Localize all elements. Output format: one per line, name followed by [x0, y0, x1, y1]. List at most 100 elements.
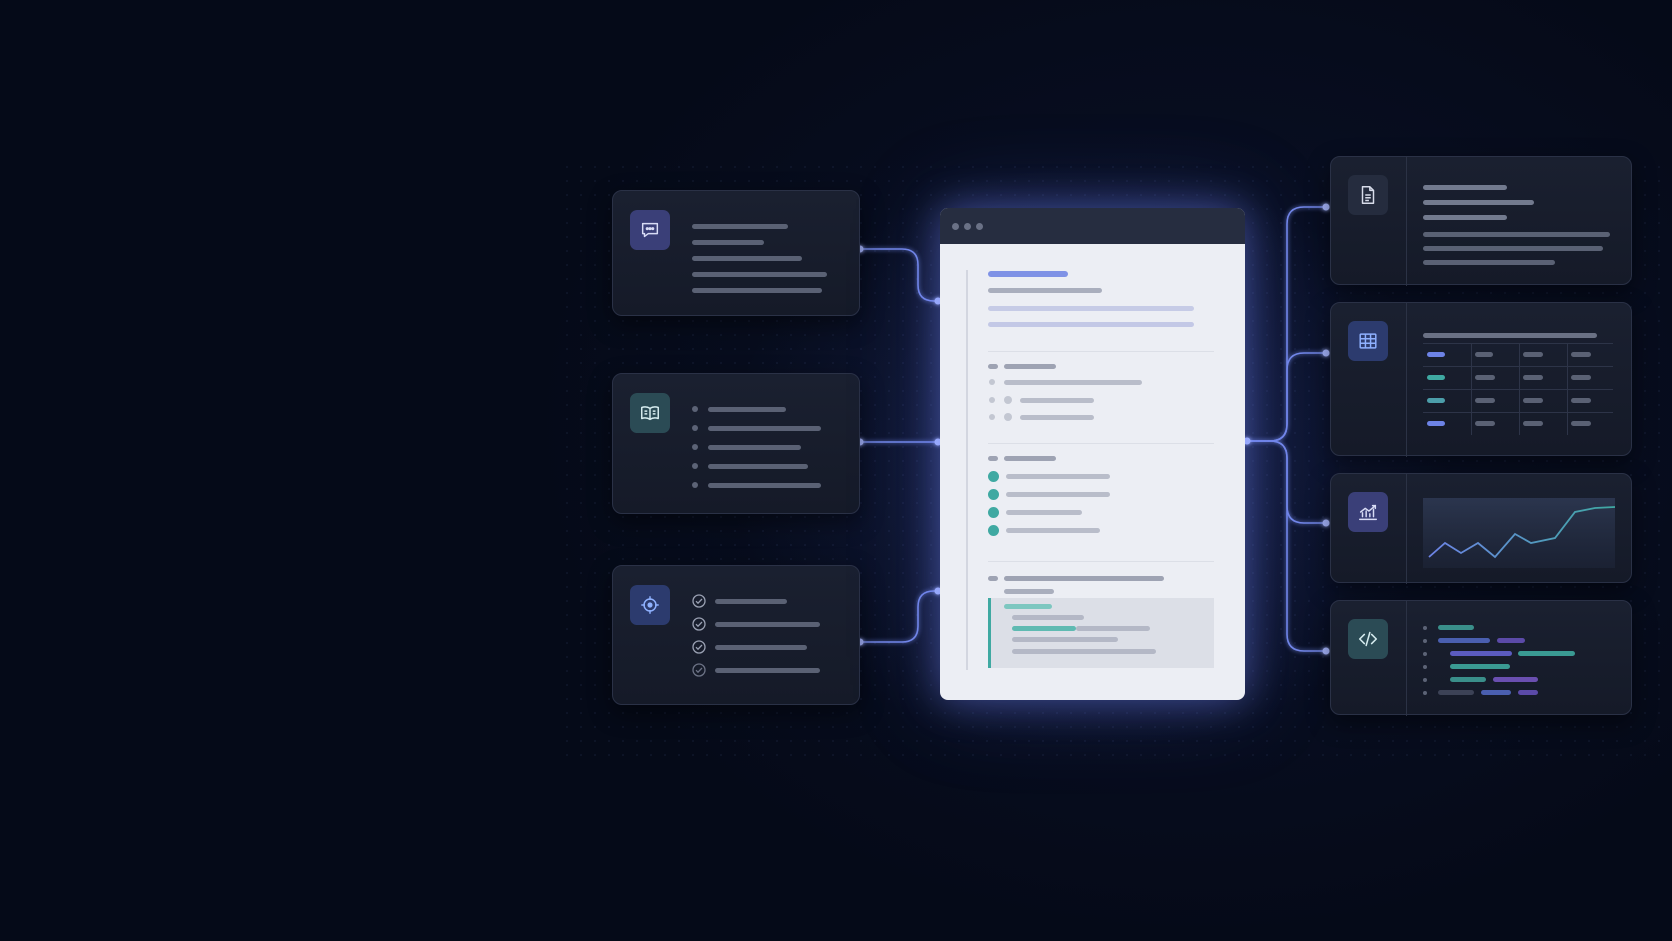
- placeholder-line: [1423, 215, 1507, 220]
- placeholder-line: [692, 272, 827, 277]
- placeholder-line: [692, 240, 764, 245]
- output-card-table: [1330, 302, 1632, 457]
- placeholder-line: [708, 407, 786, 412]
- teal-check-icon: [988, 489, 999, 500]
- quote-line: [1012, 637, 1118, 642]
- table-gridline: [1471, 343, 1472, 435]
- teal-check-icon: [988, 471, 999, 482]
- section-title-line: [1004, 456, 1056, 461]
- code-token: [1438, 625, 1474, 630]
- quote-line: [1004, 604, 1052, 609]
- document-text-line: [1006, 528, 1100, 533]
- node-dot: [934, 297, 942, 305]
- section-marker: [988, 576, 998, 581]
- table-cell: [1523, 398, 1543, 403]
- section-divider: [988, 443, 1214, 444]
- table-cell: [1571, 375, 1591, 380]
- bullet-dot: [692, 444, 698, 450]
- line-number-dot: [1423, 691, 1427, 695]
- document-text-line: [988, 322, 1194, 327]
- document-text-line: [1004, 380, 1142, 385]
- bullet-dot: [692, 406, 698, 412]
- table-cell: [1523, 421, 1543, 426]
- chat-bubble-icon: [630, 210, 670, 250]
- wire-document-to-chart-output: [1245, 440, 1326, 524]
- code-token: [1518, 651, 1575, 656]
- document-margin-rule: [966, 270, 968, 670]
- bullet-dot: [1004, 413, 1012, 421]
- code-token: [1497, 638, 1525, 643]
- mini-table: [1423, 333, 1613, 435]
- bullet-dot: [989, 397, 995, 403]
- placeholder-line: [715, 599, 787, 604]
- quote-line: [1076, 626, 1150, 631]
- wire-document-to-table-output: [1245, 352, 1326, 442]
- node-dot: [1322, 647, 1330, 655]
- code-token: [1518, 690, 1538, 695]
- code-token: [1438, 638, 1490, 643]
- chart-line: [1428, 506, 1615, 559]
- checkmark-icon: [692, 617, 706, 631]
- table-cell: [1475, 375, 1495, 380]
- table-cell: [1571, 352, 1591, 357]
- bullet-dot: [692, 463, 698, 469]
- placeholder-line: [692, 224, 788, 229]
- placeholder-line: [1423, 260, 1555, 265]
- line-chart-icon: [1348, 492, 1388, 532]
- mini-line-chart: [1423, 498, 1615, 568]
- placeholder-line: [715, 668, 820, 673]
- node-dot: [1322, 349, 1330, 357]
- placeholder-line: [1423, 246, 1603, 251]
- placeholder-line: [1423, 200, 1534, 205]
- document-text-line: [1006, 492, 1110, 497]
- table-gridline: [1423, 366, 1613, 367]
- bullet-dot: [989, 414, 995, 420]
- table-cell: [1571, 398, 1591, 403]
- wire-document-to-code-output: [1245, 440, 1326, 652]
- quote-accent-border: [988, 598, 991, 668]
- section-title-line: [1004, 364, 1056, 369]
- line-number-dot: [1423, 678, 1427, 682]
- table-cell: [1523, 375, 1543, 380]
- output-card-chart: [1330, 473, 1632, 584]
- window-control-dot: [952, 223, 959, 230]
- table-header-line: [1423, 333, 1597, 338]
- placeholder-line: [708, 426, 821, 431]
- document-subheading-line: [988, 288, 1102, 293]
- placeholder-line: [708, 464, 808, 469]
- input-card-chat: [612, 190, 860, 316]
- output-card-code: [1330, 600, 1632, 716]
- teal-check-icon: [988, 525, 999, 536]
- node-dot: [934, 587, 942, 595]
- table-gridline: [1519, 343, 1520, 435]
- table-cell: [1571, 421, 1591, 426]
- central-document-window: [940, 208, 1245, 700]
- quote-line: [1012, 615, 1084, 620]
- document-text-line: [1004, 589, 1054, 594]
- window-control-dot: [964, 223, 971, 230]
- document-text-line: [1020, 398, 1094, 403]
- window-control-dot: [976, 223, 983, 230]
- section-divider: [988, 351, 1214, 352]
- placeholder-line: [708, 445, 801, 450]
- window-titlebar: [940, 208, 1245, 244]
- code-token: [1450, 664, 1510, 669]
- output-card-text-document: [1330, 156, 1632, 286]
- quote-line: [1012, 626, 1076, 631]
- node-dot: [1322, 203, 1330, 211]
- code-token: [1450, 651, 1512, 656]
- input-card-knowledge: [612, 373, 860, 514]
- teal-check-icon: [988, 507, 999, 518]
- input-card-goals: [612, 565, 860, 705]
- section-divider: [988, 561, 1214, 562]
- document-text-line: [988, 306, 1194, 311]
- table-cell: [1475, 352, 1493, 357]
- placeholder-line: [692, 288, 822, 293]
- code-token: [1481, 690, 1511, 695]
- target-icon: [630, 585, 670, 625]
- wire-goals-to-document: [860, 590, 940, 643]
- wire-chat-to-document: [860, 248, 940, 302]
- bullet-dot: [692, 482, 698, 488]
- checkmark-icon: [692, 663, 706, 677]
- document-text-line: [1006, 510, 1082, 515]
